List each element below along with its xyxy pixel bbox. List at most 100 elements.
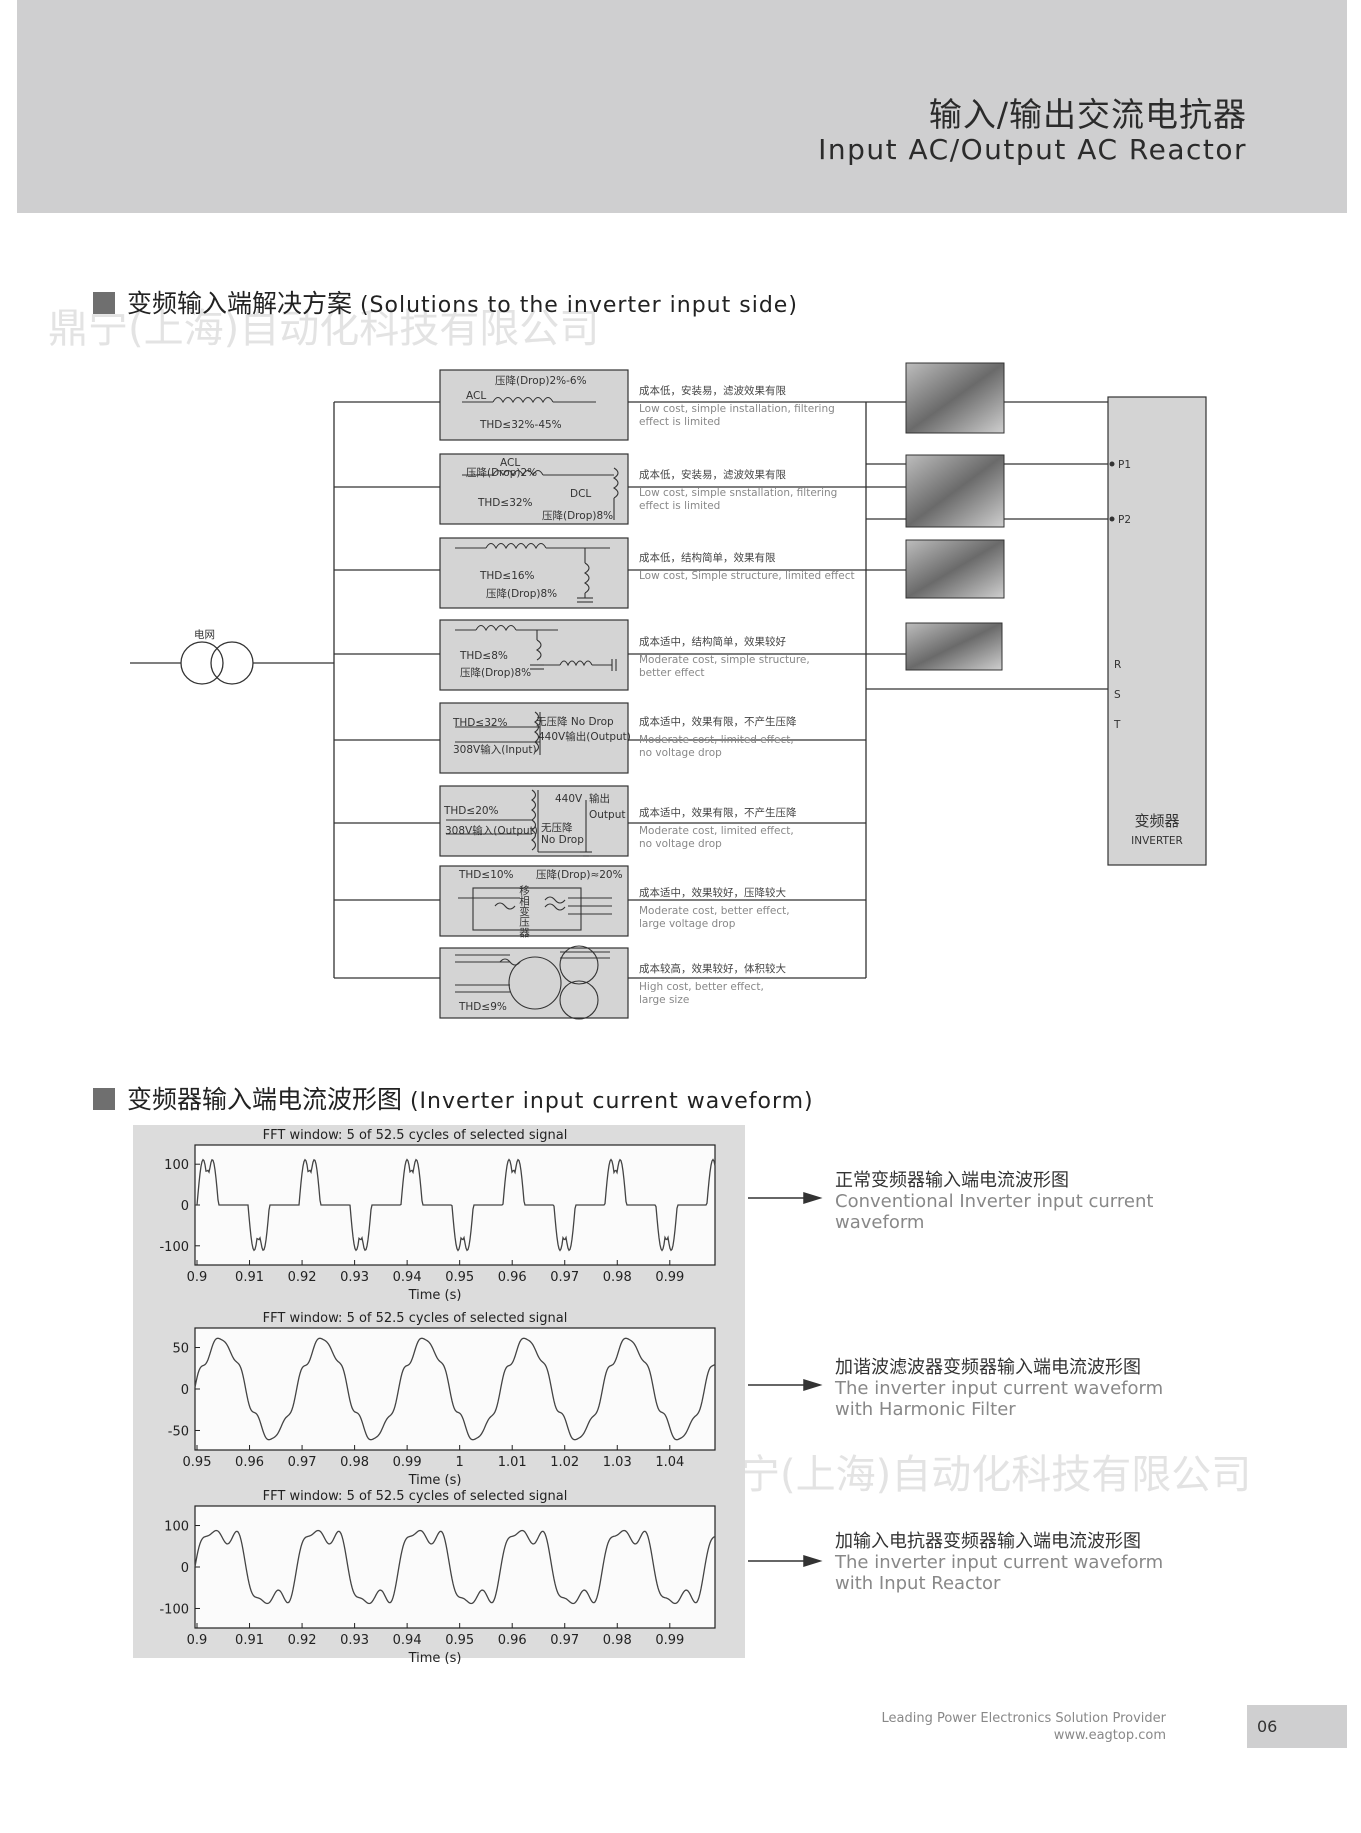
- solution-6-label: 无压降: [541, 821, 573, 834]
- solution-4-label: THD≤8%: [459, 650, 508, 662]
- inverter-block: [1107, 396, 1207, 866]
- page-title-en: Input AC/Output AC Reactor: [818, 133, 1247, 166]
- plot-3-xtick: 0.95: [445, 1633, 474, 1648]
- arrow-right-icon: [803, 1191, 823, 1205]
- solutions-diagram: 压降(Drop)2%-6%ACLTHD≤32%-45%ACL压降(Drop)2%…: [130, 362, 1207, 1020]
- plot-3-xlabel: Time (s): [408, 1651, 462, 1666]
- plot-3-xtick: 0.96: [498, 1633, 527, 1648]
- solution-2-desc-en: Low cost, simple snstallation, filtering: [639, 487, 837, 499]
- waveform-label-2: 加谐波滤波器变频器输入端电流波形图 The inverter input cur…: [835, 1357, 1163, 1420]
- reactor-photo-1: [905, 362, 1005, 434]
- solution-8-desc-en: High cost, better effect,: [639, 981, 764, 993]
- solution-box-3: [439, 537, 629, 609]
- plot-2-xlabel: Time (s): [408, 1473, 462, 1488]
- plot-1-ytick: 0: [181, 1199, 189, 1214]
- watermark: 鼎宁(上海)自动化科技有限公司: [700, 1452, 1252, 1498]
- plot-3-title: FFT window: 5 of 52.5 cycles of selected…: [263, 1489, 568, 1504]
- section2-title-cn: 变频器输入端电流波形图: [127, 1085, 403, 1114]
- waveform-label-en: with Harmonic Filter: [835, 1399, 1016, 1420]
- solution-1-label: ACL: [466, 390, 486, 402]
- plot-3-xtick: 0.92: [288, 1633, 317, 1648]
- solution-2-label: 压降(Drop)2%: [466, 466, 537, 479]
- solution-8-desc-en: large size: [639, 994, 689, 1006]
- plot-2-xtick: 1.02: [550, 1455, 579, 1470]
- solution-7-label: THD≤10%: [458, 869, 514, 881]
- plot-2-current-curve: [194, 1337, 716, 1441]
- solution-7-label: 压降(Drop)≈20%: [536, 868, 623, 881]
- solution-5-label: 308V输入(Input): [453, 743, 537, 756]
- plot-1-title: FFT window: 5 of 52.5 cycles of selected…: [263, 1128, 568, 1143]
- pin-dot-icon: [1109, 461, 1115, 467]
- solution-4-label: 压降(Drop)8%: [460, 666, 531, 679]
- solution-6-label: 440V: [555, 793, 583, 805]
- plot-3-xtick: 0.93: [340, 1633, 369, 1648]
- solution-7-label: 移相变压器: [518, 884, 530, 938]
- plot-3-current-curve: [194, 1529, 716, 1605]
- plot-3-xtick: 0.99: [655, 1633, 684, 1648]
- plot-2-xtick: 0.95: [183, 1455, 212, 1470]
- solution-3-desc-cn: 成本低，结构简单，效果有限: [639, 551, 776, 564]
- waveform-label-3: 加输入电抗器变频器输入端电流波形图 The inverter input cur…: [835, 1531, 1163, 1594]
- section-title-cn: 变频输入端解决方案: [127, 289, 353, 318]
- solution-2-label: DCL: [570, 488, 591, 500]
- reactor-photo-3: [905, 539, 1005, 599]
- solution-2-desc-en: effect is limited: [639, 500, 720, 512]
- plot-2-xtick: 0.97: [288, 1455, 317, 1470]
- plot-2-xtick: 1.04: [655, 1455, 684, 1470]
- inverter-pin-P1: P1: [1118, 459, 1131, 471]
- solution-6-label: 输出: [589, 792, 610, 805]
- header-band: 输入/输出交流电抗器 Input AC/Output AC Reactor: [17, 0, 1347, 213]
- plot-2-xtick: 1: [456, 1455, 464, 1470]
- plot-3-xtick: 0.91: [235, 1633, 264, 1648]
- inverter-pin-P2: P2: [1118, 514, 1131, 526]
- plot-1-xtick: 0.9: [187, 1270, 208, 1285]
- solution-4-desc-en: better effect: [639, 667, 705, 679]
- plot-2-xtick: 0.98: [340, 1455, 369, 1470]
- solution-box-5: [439, 702, 629, 774]
- solution-2-label: THD≤32%: [477, 497, 533, 509]
- pin-dot-icon: [1109, 516, 1115, 522]
- solution-4-desc-cn: 成本适中，结构简单，效果较好: [639, 635, 786, 648]
- plot-1-xtick: 0.94: [393, 1270, 422, 1285]
- plot-1-ytick: 100: [164, 1158, 189, 1173]
- plot-1-xtick: 0.93: [340, 1270, 369, 1285]
- solution-box-1: [439, 369, 629, 441]
- waveform-label-en: The inverter input current waveform: [835, 1378, 1164, 1399]
- solution-6-desc-en: Moderate cost, limited effect,: [639, 825, 794, 837]
- arrow-right-icon: [803, 1378, 823, 1392]
- solution-6-label: THD≤20%: [443, 805, 499, 817]
- solution-4-desc-en: Moderate cost, simple structure,: [639, 654, 810, 666]
- solution-5-desc-cn: 成本适中，效果有限，不产生压降: [639, 715, 797, 728]
- footer-tagline-text: Leading Power Electronics Solution Provi…: [881, 1711, 1166, 1726]
- plot-1-xtick: 0.97: [550, 1270, 579, 1285]
- solution-1-desc-en: Low cost, simple installation, filtering: [639, 403, 835, 415]
- plot-1-xtick: 0.91: [235, 1270, 264, 1285]
- plot-2-xtick: 0.96: [235, 1455, 264, 1470]
- plot-1-xtick: 0.98: [603, 1270, 632, 1285]
- section-heading-input-solutions: 变频输入端解决方案 (Solutions to the inverter inp…: [93, 284, 798, 320]
- solution-1-label: THD≤32%-45%: [479, 419, 562, 431]
- inverter-pin-T: T: [1113, 719, 1121, 731]
- section2-title-en: (Inverter input current waveform): [409, 1089, 814, 1114]
- plot-1-xtick: 0.96: [498, 1270, 527, 1285]
- plot-2-xtick: 1.03: [603, 1455, 632, 1470]
- waveform-label-en: Conventional Inverter input current: [835, 1191, 1154, 1212]
- plot-3-xtick: 0.9: [187, 1633, 208, 1648]
- solution-8-desc-cn: 成本较高，效果较好，体积较大: [639, 962, 786, 975]
- solution-5-label: 440V输出(Output): [538, 730, 631, 743]
- plot-1-ytick: -100: [159, 1240, 189, 1255]
- solution-2-label: ACL: [500, 457, 520, 469]
- section-heading-waveform: 变频器输入端电流波形图 (Inverter input current wave…: [93, 1080, 814, 1116]
- inverter-pin-R: R: [1114, 659, 1121, 671]
- plot-1-xlabel: Time (s): [408, 1288, 462, 1303]
- solution-5-desc-en: no voltage drop: [639, 747, 722, 759]
- solution-6-label: No Drop: [541, 834, 584, 846]
- solution-7-desc-cn: 成本适中，效果较好，压降较大: [639, 886, 786, 899]
- solution-box-7: [439, 865, 629, 937]
- waveform-label-cn: 加输入电抗器变频器输入端电流波形图: [835, 1531, 1141, 1552]
- plot-2-axes: [194, 1327, 716, 1451]
- plot-1-xtick: 0.92: [288, 1270, 317, 1285]
- waveform-label-1: 正常变频器输入端电流波形图 Conventional Inverter inpu…: [835, 1170, 1153, 1233]
- solution-8-label: THD≤9%: [458, 1001, 507, 1013]
- arrow-right-icon: [803, 1554, 823, 1568]
